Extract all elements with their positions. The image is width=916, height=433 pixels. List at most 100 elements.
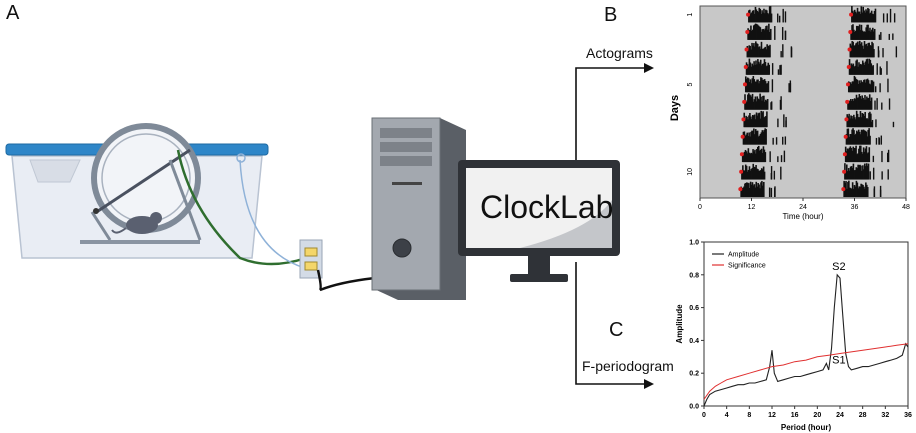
activity-bar <box>850 134 852 145</box>
activity-bar <box>745 151 748 163</box>
activity-bar <box>766 83 769 93</box>
activity-bar <box>746 101 748 110</box>
activity-bar <box>755 60 757 75</box>
activity-bar <box>869 59 872 75</box>
activity-bar <box>851 167 854 180</box>
activity-bar <box>862 31 865 40</box>
activity-bar <box>859 64 861 75</box>
activity-bar <box>861 12 864 23</box>
activity-bar <box>869 12 872 23</box>
activity-bar <box>753 134 756 145</box>
activity-bar <box>764 81 767 93</box>
activity-bar <box>755 81 757 93</box>
activity-bar <box>750 96 753 110</box>
activity-bar <box>868 128 870 145</box>
activity-bar <box>754 129 757 145</box>
activity-bar <box>747 78 750 93</box>
activity-bar <box>761 48 764 58</box>
activity-bar <box>766 111 768 128</box>
activity-bar <box>755 112 758 128</box>
activity-bar <box>863 79 865 93</box>
activity-bar <box>747 119 749 128</box>
activity-bar <box>765 9 767 23</box>
activity-bar <box>872 14 875 23</box>
periodogram-y-axis-label: Amplitude <box>675 304 684 344</box>
activity-bar <box>747 135 749 145</box>
activity-bar <box>759 48 762 58</box>
activity-bar <box>760 168 763 180</box>
activity-bar <box>741 170 743 180</box>
activity-bar <box>865 146 868 163</box>
activity-bar <box>852 100 855 110</box>
activity-bar <box>865 43 868 58</box>
activity-bar <box>847 101 849 110</box>
activity-bar <box>748 82 751 93</box>
activity-bar <box>864 111 866 128</box>
activity-bar <box>886 13 888 23</box>
activity-bar <box>768 23 770 40</box>
activity-bar <box>746 64 749 75</box>
activity-bar <box>880 68 882 75</box>
activity-onset-marker <box>845 99 850 104</box>
activity-bar <box>848 100 850 110</box>
activity-bar <box>767 81 770 93</box>
activity-bar <box>748 115 750 128</box>
junction-box <box>299 239 323 279</box>
activity-bar <box>752 101 755 110</box>
activity-bar <box>866 58 869 75</box>
activity-bar <box>750 83 753 93</box>
activity-bar <box>767 62 770 75</box>
actogram-y-tick-label: 10 <box>687 168 694 176</box>
x-tick-label: 8 <box>747 412 751 419</box>
activity-bar <box>752 185 755 197</box>
activity-bar <box>865 59 868 75</box>
activity-bar <box>749 153 752 163</box>
activity-bar <box>747 169 750 180</box>
activity-bar <box>856 59 858 75</box>
activity-bar <box>758 170 760 180</box>
activity-onset-marker <box>842 152 847 157</box>
activity-bar <box>859 43 862 58</box>
activity-bar <box>749 9 751 23</box>
activity-bar <box>858 148 860 163</box>
activity-bar <box>749 170 752 180</box>
activity-bar <box>858 186 861 197</box>
activity-bar <box>751 130 753 145</box>
activity-bar <box>855 145 857 163</box>
activity-bar <box>857 164 859 180</box>
activity-bar <box>878 34 881 40</box>
activity-bar <box>862 62 865 75</box>
activity-bar <box>850 166 853 180</box>
activity-bar <box>770 13 773 23</box>
activity-bar <box>761 112 763 128</box>
activity-bar <box>743 131 746 145</box>
activity-bar <box>753 43 755 58</box>
x-tick-label: 0 <box>702 412 706 419</box>
activity-bar <box>789 83 792 93</box>
activity-bar <box>859 164 861 180</box>
activity-bar <box>859 111 862 128</box>
activity-bar <box>847 116 849 128</box>
activity-bar <box>853 114 855 128</box>
activity-bar <box>751 182 754 197</box>
activity-bar <box>874 8 877 23</box>
activity-bar <box>753 114 756 128</box>
activity-bar <box>866 153 869 163</box>
activity-bar <box>863 31 866 40</box>
activity-bar <box>763 181 765 197</box>
activity-bar <box>762 63 765 75</box>
activity-bar <box>764 28 766 40</box>
activity-bar <box>758 99 760 110</box>
activity-bar <box>853 66 856 75</box>
actogram-y-tick-label: 1 <box>687 13 694 17</box>
activity-bar <box>761 100 763 110</box>
activity-bar <box>855 30 857 40</box>
activity-bar <box>784 30 787 40</box>
activity-bar <box>856 113 859 128</box>
activity-bar <box>853 9 856 23</box>
activity-bar <box>775 137 778 145</box>
activity-bar <box>855 25 858 40</box>
activity-bar <box>766 44 768 58</box>
activity-bar <box>757 145 760 163</box>
y-tick-label: 0.0 <box>689 404 699 411</box>
